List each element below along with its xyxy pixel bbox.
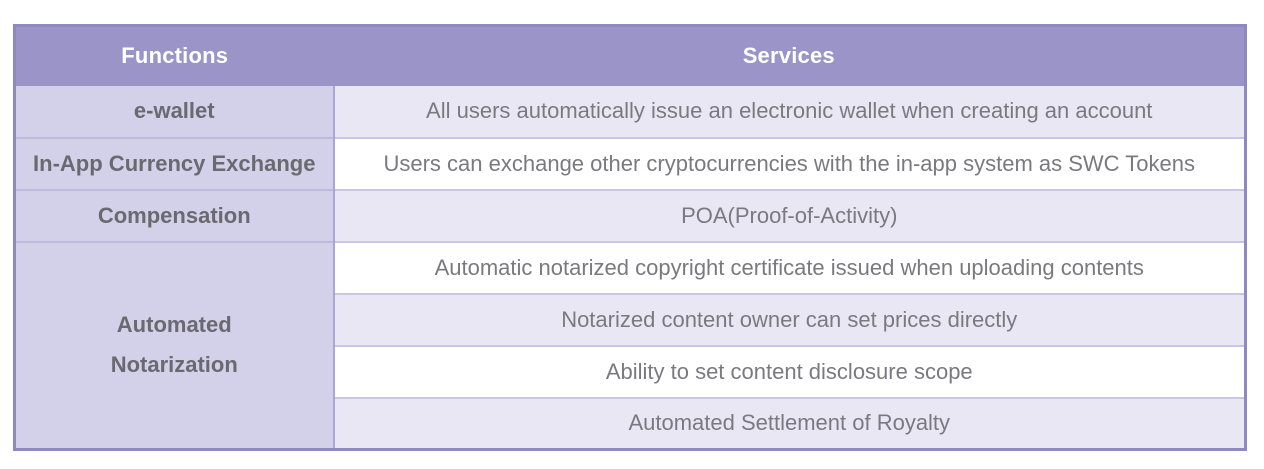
function-cell-compensation: Compensation [14,188,335,242]
table-row: Notarized content owner can set prices d… [15,292,1246,346]
functions-services-table: Functions Services e-wallet All users au… [13,24,1247,451]
service-cell: All users automatically issue an electro… [333,85,1246,138]
header-row: Functions Services [14,25,1246,86]
service-cell: POA(Proof-of-Activity) [333,188,1246,242]
function-cell-automated-notarization: Automated Notarization [14,240,335,450]
services-header-cell: Services [333,25,1246,86]
function-cell-in-app-currency-exchange: In-App Currency Exchange [14,136,335,190]
table-row: Compensation POA(Proof-of-Activity) [14,188,1246,242]
function-cell-e-wallet: e-wallet [14,85,335,138]
table-row: Ability to set content disclosure scope [15,344,1246,398]
service-cell: Ability to set content disclosure scope [333,344,1246,398]
table-row: Automated Settlement of Royalty [15,396,1246,450]
service-cell: Notarized content owner can set prices d… [333,292,1246,346]
service-cell: Users can exchange other cryptocurrencie… [333,136,1246,190]
table-row: In-App Currency Exchange Users can excha… [14,136,1246,190]
service-cell: Automatic notarized copyright certificat… [333,240,1246,294]
service-cell: Automated Settlement of Royalty [333,396,1246,450]
functions-header-cell: Functions [14,25,334,86]
table-row: e-wallet All users automatically issue a… [14,85,1246,138]
table-row: Automated Notarization Automatic notariz… [14,240,1246,450]
